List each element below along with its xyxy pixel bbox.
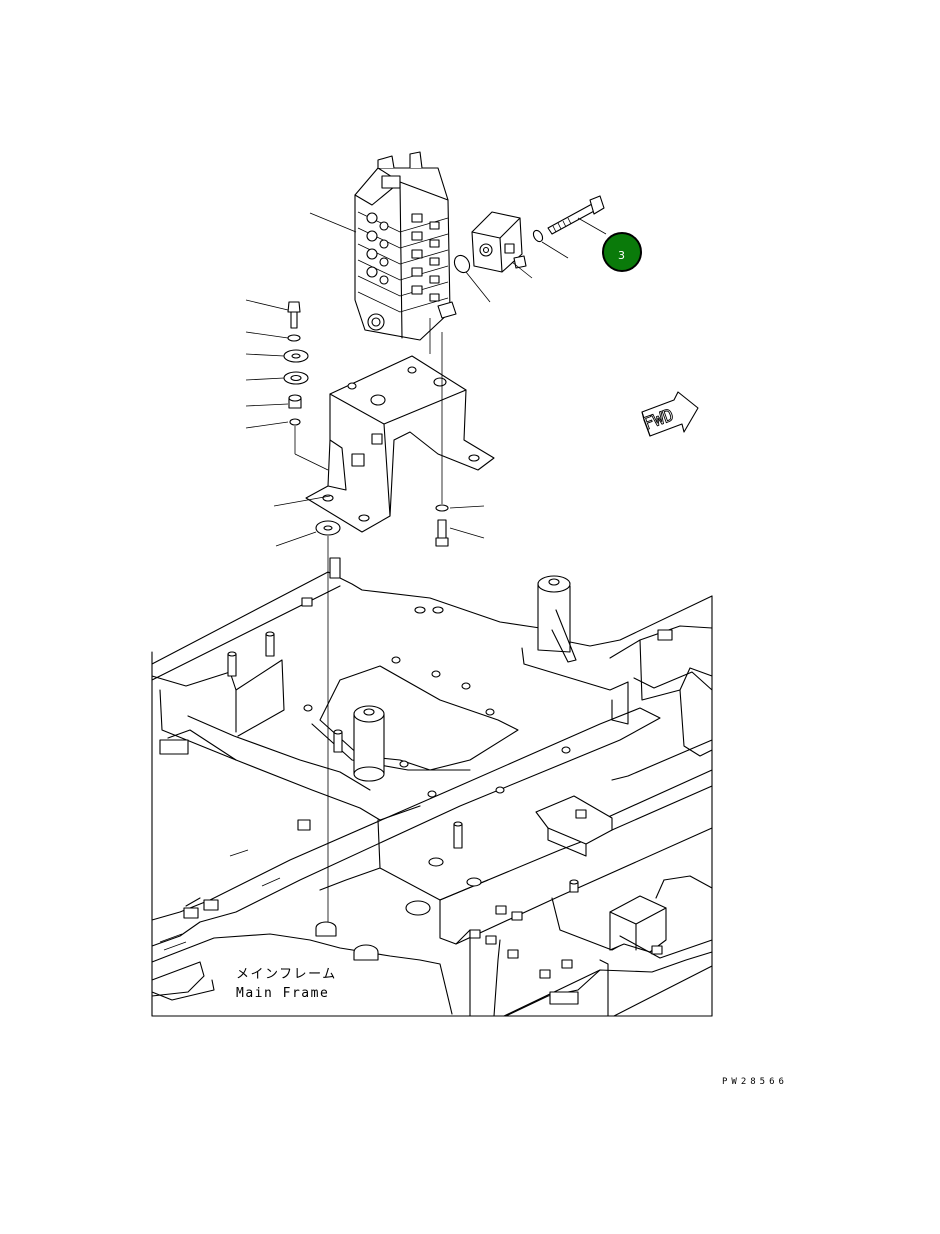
bracket-washer <box>315 520 341 536</box>
leader-bracket-washer <box>275 531 317 547</box>
frame-nuts <box>159 557 663 1005</box>
main-frame-label-jp: メインフレーム <box>236 967 337 982</box>
leader-bracket-bolt-2 <box>449 527 485 539</box>
leader-bolt <box>577 217 607 235</box>
frame-mount-bosses <box>315 857 482 961</box>
leader-valve <box>309 212 357 233</box>
fastener-leaders <box>245 299 289 429</box>
bolt-washer <box>532 229 544 243</box>
callout-3[interactable]: 3 <box>602 232 642 272</box>
o-ring <box>453 254 471 274</box>
bracket-bolt <box>435 504 449 547</box>
frame-pin-center <box>353 705 385 782</box>
leader-o-ring <box>465 271 491 303</box>
fastener-stack <box>283 301 309 426</box>
leader-washer <box>541 241 569 259</box>
main-frame-label: メインフレーム Main Frame <box>236 967 337 1001</box>
stack-guide-2 <box>294 453 329 471</box>
callout-3-number: 3 <box>618 249 625 262</box>
frame-small-posts <box>227 631 579 893</box>
drawing-number: PW28566 <box>722 1077 788 1087</box>
frame-pin-right <box>537 575 577 663</box>
leader-aux-valve <box>511 261 533 279</box>
forward-arrow-label: FWD <box>641 405 677 434</box>
mounting-bolt[interactable] <box>547 195 605 235</box>
auxiliary-valve[interactable] <box>471 211 527 273</box>
valve-bracket[interactable] <box>305 355 495 533</box>
main-frame-label-en: Main Frame <box>236 986 329 1001</box>
main-frame <box>151 571 713 1017</box>
control-valve[interactable] <box>354 151 457 341</box>
leader-bracket-bolt-1 <box>449 505 485 509</box>
leader-bracket <box>273 495 331 507</box>
forward-arrow: FWD <box>640 391 699 437</box>
